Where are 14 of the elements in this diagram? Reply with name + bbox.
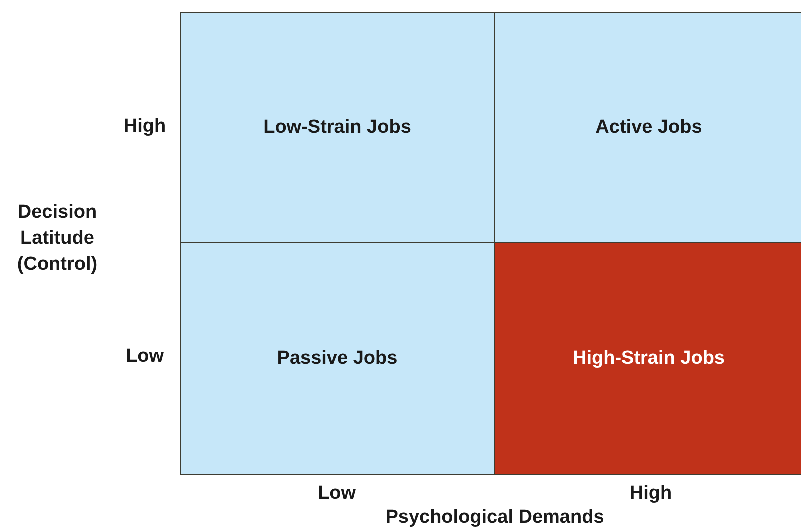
quadrant-cell <box>180 12 495 243</box>
quadrant-label: High-Strain Jobs <box>572 348 725 370</box>
axis-tick-label: Low <box>125 345 165 369</box>
axis-tick-label: High <box>628 482 674 506</box>
axis-tick-label: High <box>122 115 168 139</box>
quadrant-label: Active Jobs <box>596 116 702 138</box>
quadrant-label: Low-Strain Jobs <box>264 116 412 138</box>
axis-title: Psychological Demands <box>384 506 606 529</box>
quadrant-cell <box>494 12 801 243</box>
axis-tick-label: Low <box>317 482 357 506</box>
quadrant-cell <box>494 242 801 475</box>
quadrant-cell <box>180 242 495 475</box>
quadrant-label: Passive Jobs <box>277 348 398 370</box>
axis-title: Decision Latitude (Control) <box>16 201 99 277</box>
